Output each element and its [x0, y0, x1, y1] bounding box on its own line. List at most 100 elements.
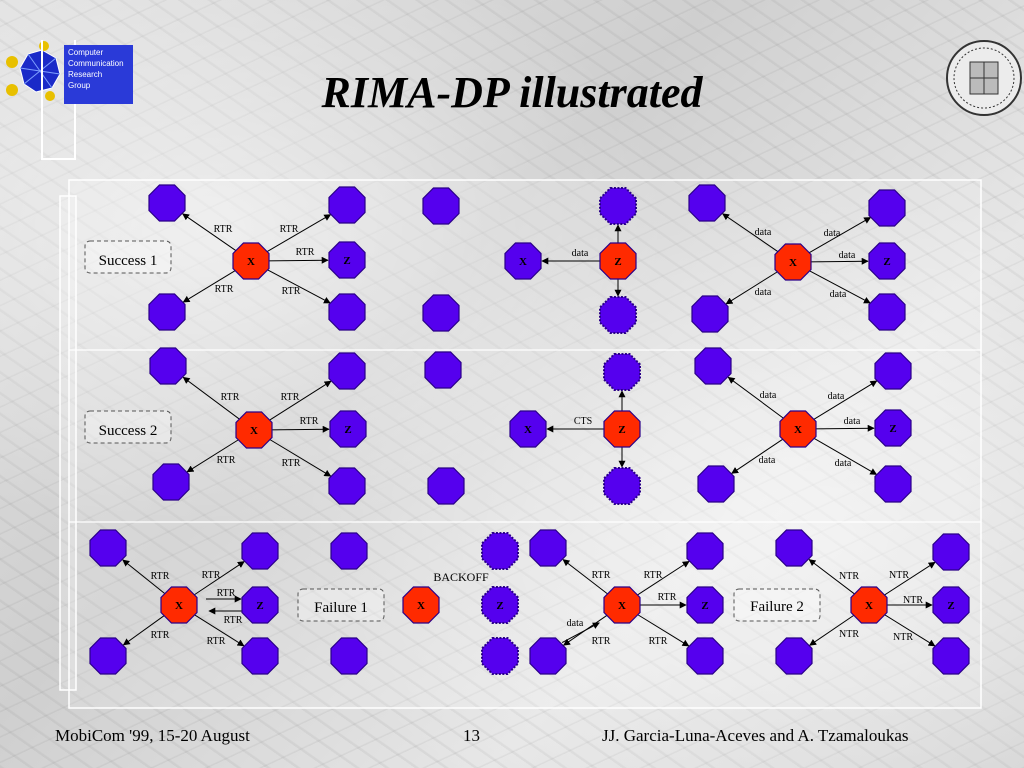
- svg-text:Failure 1: Failure 1: [314, 600, 368, 616]
- neighbor-node: [148, 184, 186, 222]
- neighbor-node: [529, 637, 567, 675]
- arrow: [813, 424, 875, 432]
- neighbor-node: [328, 352, 366, 390]
- svg-text:Z: Z: [618, 424, 625, 436]
- z-node: Z: [868, 242, 906, 280]
- svg-text:Z: Z: [883, 256, 890, 268]
- neighbor-node: [328, 467, 366, 505]
- neighbor-node: [686, 637, 724, 675]
- edge-label: RTR: [592, 570, 611, 581]
- x-node: X: [235, 411, 273, 449]
- neighbor-node: [697, 465, 735, 503]
- edge-label: NTR: [893, 632, 913, 643]
- edge-label: RTR: [221, 392, 240, 403]
- arrow: [264, 268, 331, 304]
- edge-label: data: [759, 455, 776, 466]
- neighbor-node: [868, 189, 906, 227]
- neighbor-node: [932, 533, 970, 571]
- arrow: [731, 437, 785, 474]
- edge-label: RTR: [644, 570, 663, 581]
- arrow: [264, 214, 332, 254]
- edge-label: data: [839, 250, 856, 261]
- arrow: [882, 561, 936, 597]
- arrow: [808, 559, 857, 596]
- edge-label: RTR: [592, 636, 611, 647]
- footer-conference: MobiCom '99, 15-20 August: [55, 726, 250, 745]
- hidden-node: [603, 353, 641, 391]
- arrow: [806, 217, 872, 255]
- edge-label: data: [755, 227, 772, 238]
- edge-label: data: [828, 391, 845, 402]
- edge-label: data: [572, 248, 589, 259]
- neighbor-node: [328, 186, 366, 224]
- footer-authors: JJ. Garcia-Luna-Aceves and A. Tzamalouka…: [602, 726, 909, 745]
- arrow: [725, 270, 780, 305]
- edge-label: NTR: [903, 595, 923, 606]
- arrow: [186, 438, 241, 473]
- svg-text:X: X: [865, 600, 873, 612]
- arrow: [811, 436, 878, 475]
- svg-text:Failure 2: Failure 2: [750, 599, 804, 615]
- edge-label: data: [755, 287, 772, 298]
- x-node: X: [774, 243, 812, 281]
- side-bar: [59, 195, 77, 691]
- scenario-label-failure-1: Failure 1: [297, 588, 385, 622]
- x-node: X: [509, 410, 547, 448]
- svg-text:X: X: [175, 600, 183, 612]
- neighbor-node: [89, 529, 127, 567]
- svg-text:Z: Z: [701, 600, 708, 612]
- edge-label: NTR: [889, 570, 909, 581]
- arrow: [561, 622, 600, 643]
- svg-text:X: X: [519, 256, 527, 268]
- edge-label: RTR: [207, 636, 226, 647]
- neighbor-node: [686, 532, 724, 570]
- neighbor-node: [932, 637, 970, 675]
- edge-label: RTR: [300, 416, 319, 427]
- svg-text:X: X: [789, 257, 797, 269]
- edge-label: RTR: [658, 592, 677, 603]
- arrow: [562, 559, 610, 596]
- neighbor-node: [148, 293, 186, 331]
- arrow: [269, 425, 330, 433]
- edge-label: RTR: [281, 392, 300, 403]
- neighbor-node: [775, 637, 813, 675]
- neighbor-node: [694, 347, 732, 385]
- z-node: Z: [481, 586, 519, 624]
- neighbor-node: [874, 465, 912, 503]
- hidden-node: [599, 187, 637, 225]
- x-node: X: [603, 586, 641, 624]
- edge-label: RTR: [202, 570, 221, 581]
- arrow: [192, 613, 245, 647]
- scenario-label-success-1: Success 1: [84, 240, 172, 274]
- logo-line: Research: [68, 70, 103, 79]
- footer-page-number: 13: [463, 726, 480, 745]
- edge-label: RTR: [280, 224, 299, 235]
- neighbor-node: [330, 637, 368, 675]
- edge-label: data: [567, 618, 584, 629]
- neighbor-node: [874, 352, 912, 390]
- x-node: X: [402, 586, 440, 624]
- arrow: [122, 613, 167, 646]
- edge-label: data: [760, 390, 777, 401]
- hidden-node: [603, 467, 641, 505]
- z-node: Z: [241, 586, 279, 624]
- edge-label: RTR: [282, 286, 301, 297]
- arrow: [635, 560, 690, 597]
- arrow: [266, 256, 329, 264]
- neighbor-node: [529, 529, 567, 567]
- z-node: Z: [328, 241, 366, 279]
- z-node: Z: [599, 242, 637, 280]
- logo-text: Computer Communication Research Group: [64, 45, 133, 104]
- logo-line: Computer: [68, 48, 104, 57]
- z-node: Z: [329, 410, 367, 448]
- x-node: X: [504, 242, 542, 280]
- edge-label: NTR: [839, 629, 859, 640]
- logo-line: Communication: [68, 59, 124, 68]
- svg-text:X: X: [524, 424, 532, 436]
- edge-label: RTR: [224, 615, 243, 626]
- svg-text:X: X: [417, 600, 425, 612]
- backoff-label: BACKOFF: [433, 570, 489, 584]
- neighbor-node: [424, 351, 462, 389]
- edge-label: RTR: [282, 458, 301, 469]
